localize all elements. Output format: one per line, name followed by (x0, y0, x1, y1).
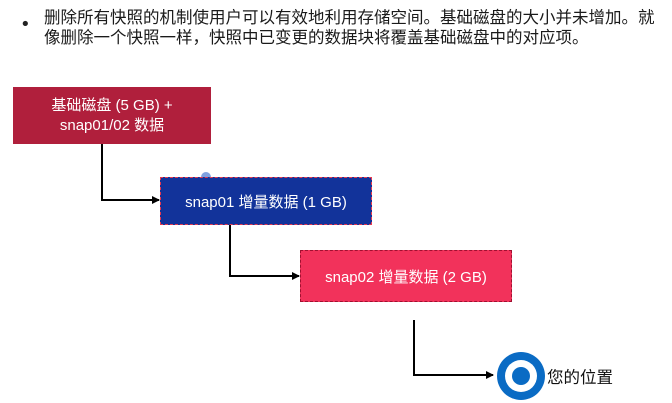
snap02-label: snap02 增量数据 (2 GB) (325, 268, 487, 286)
base-disk-label-line2: snap01/02 数据 (59, 116, 165, 134)
snap01-delta-box: snap01 增量数据 (1 GB) (160, 177, 372, 225)
snap02-delta-box: snap02 增量数据 (2 GB) (300, 250, 512, 302)
location-label: 您的位置 (547, 368, 613, 387)
connector-base-to-snap01 (101, 144, 160, 204)
base-disk-box: 基础磁盘 (5 GB) + snap01/02 数据 (13, 87, 211, 144)
target-icon (497, 352, 545, 400)
connector-snap02-to-location (413, 320, 494, 379)
connector-snap01-to-snap02 (229, 225, 300, 280)
base-disk-label-line1: 基础磁盘 (5 GB) + (51, 96, 173, 114)
bullet-text: 删除所有快照的机制使用户可以有效地利用存储空间。基础磁盘的大小并未增加。就像删除… (44, 8, 655, 47)
bullet-point-icon: • (20, 14, 31, 35)
snap01-label: snap01 增量数据 (1 GB) (185, 193, 347, 211)
